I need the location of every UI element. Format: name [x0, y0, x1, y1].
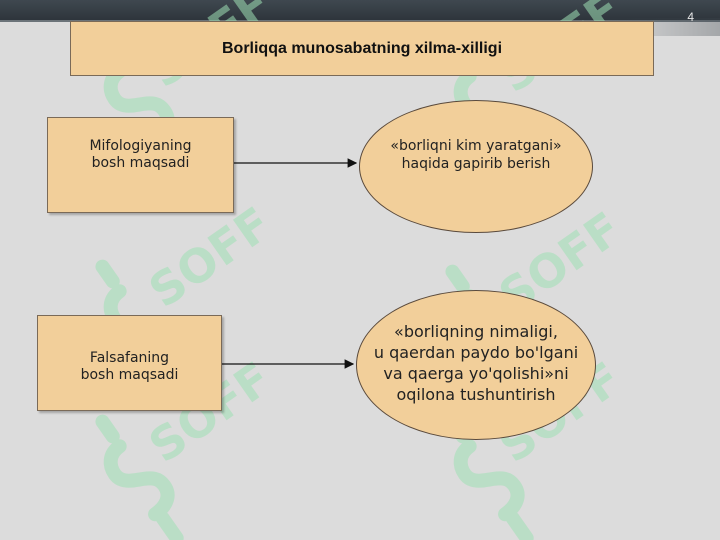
philosophy-goal-ellipse: «borliqning nimaligi, u qaerdan paydo bo… [356, 290, 596, 440]
slide-number: 4 [687, 10, 694, 24]
mythology-goal-box: Mifologiyaning bosh maqsadi [47, 117, 234, 213]
mythology-goal-ellipse: «borliqni kim yaratgani» haqida gapirib … [359, 100, 593, 233]
title-box: Borliqqa munosabatning xilma-xilligi [70, 21, 654, 76]
mythology-goal-label: Mifologiyaning bosh maqsadi [89, 138, 192, 171]
philosophy-goal-box: Falsafaning bosh maqsadi [37, 315, 222, 411]
top-bar [0, 0, 720, 36]
slide-title: Borliqqa munosabatning xilma-xilligi [221, 39, 503, 57]
philosophy-goal-label: Falsafaning bosh maqsadi [80, 350, 179, 383]
philosophy-goal-description: «borliqning nimaligi, u qaerdan paydo bo… [373, 322, 579, 404]
mythology-goal-description: «borliqni kim yaratgani» haqida gapirib … [390, 137, 562, 172]
